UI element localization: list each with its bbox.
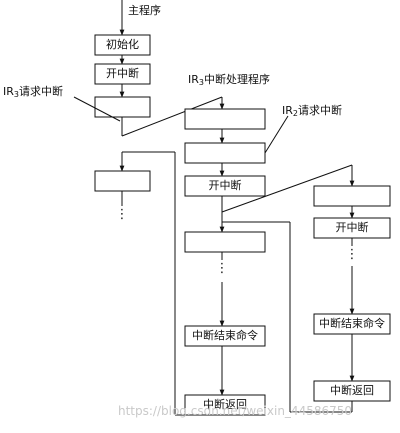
init-label: 初始化 [106,38,139,51]
box-ir2-step-1 [313,185,391,207]
main-program-label: 主程序 [128,4,161,17]
box-ir3-resume [184,231,266,253]
ir2-request-label: IR2请求中断 [282,104,342,118]
watermark: https://blog.csdn.net/weixin_44586750 [118,404,353,418]
return-label-1: 中断返回 [203,398,247,411]
interrupt-jump-ir3 [121,96,223,137]
interrupt-jump-ir2 [221,164,353,213]
ir3-handler-label: IR3中断处理程序 [188,73,270,87]
box-end-cmd-1 [184,325,266,347]
box-open-int-2 [184,175,266,197]
box-ir3-step-1 [184,108,266,130]
ellipsis-ir2: ⋮ [345,247,359,262]
open-interrupt-label-2: 开中断 [208,179,242,192]
ellipsis-ir3: ⋮ [215,261,229,276]
ir2-leader [264,115,289,154]
return-label-2: 中断返回 [330,384,374,397]
box-return-1 [184,394,266,416]
end-command-label-1: 中断结束命令 [192,329,258,342]
ir3-request-label: IR3请求中断 [3,85,63,99]
ellipsis-main: ⋮ [115,207,129,222]
end-command-label-2: 中断结束命令 [319,317,385,330]
box-main-resume [94,170,151,192]
box-ir3-step-2 [184,142,266,164]
open-interrupt-label-1: 开中断 [106,67,139,80]
ir3-leader [73,96,121,122]
box-main-step [94,96,151,118]
open-interrupt-label-3: 开中断 [335,221,369,234]
